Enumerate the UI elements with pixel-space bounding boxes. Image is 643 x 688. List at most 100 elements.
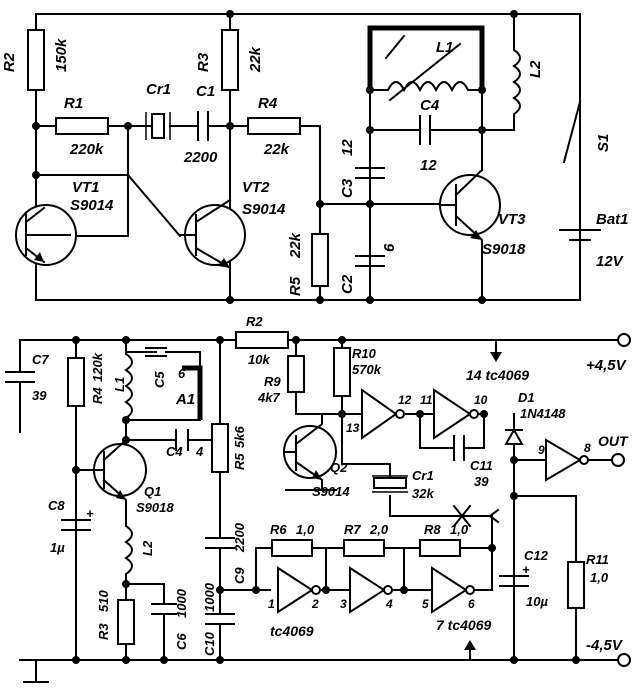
bottom-r5-val: 5k6 (232, 426, 247, 448)
bottom-inverter-10-bubble (469, 409, 479, 419)
vminus-terminal (617, 653, 631, 667)
bottom-q2-ground (285, 479, 337, 491)
bottom-inverter-4-bubble (383, 585, 393, 595)
bottom-q2-ref: Q2 (330, 460, 348, 475)
bottom-cr1-crystal (373, 477, 407, 489)
top-bat-ref: Bat1 (596, 211, 629, 228)
bottom-inverter-2 (277, 566, 314, 614)
bottom-c5-wires (125, 347, 201, 421)
bottom-l1-inductor (124, 339, 133, 441)
bottom-r11-resistor (567, 561, 585, 609)
top-vt2-part: S9014 (242, 201, 286, 218)
top-r3-resistor (221, 29, 239, 91)
wire-inverter-chain-top (219, 547, 493, 591)
pin-4: 4 (385, 597, 393, 611)
wire-r11 (513, 495, 577, 661)
top-vt2-leads (179, 198, 232, 270)
bottom-c4-val: 4 (195, 444, 204, 459)
bottom-c6-val: 1000 (174, 588, 189, 618)
bottom-r6-resistor (271, 539, 313, 557)
top-r2-ref: R2 (1, 52, 18, 72)
bottom-q1-emitter-arrow (116, 490, 126, 500)
top-r4-ref: R4 (258, 95, 278, 112)
top-vt3-ref: VT3 (498, 211, 526, 228)
top-l1-ref: L1 (436, 39, 454, 56)
top-l2-ref: L2 (527, 60, 544, 78)
top-vt1-part: S9014 (70, 197, 114, 214)
bottom-l1-ref: L1 (112, 377, 127, 392)
bottom-inverter-6-bubble (465, 585, 475, 595)
bottom-c12-plus: + (522, 562, 530, 577)
bottom-r7-val: 2,0 (369, 522, 389, 537)
bottom-c10-capacitor (205, 613, 235, 625)
top-junctions (32, 10, 518, 304)
top-l1-core (367, 25, 485, 90)
wire-r3-c6 (125, 583, 165, 661)
pin-13: 13 (346, 421, 360, 435)
bottom-r9-resistor (287, 355, 305, 393)
bottom-c10-ref: C10 (202, 631, 217, 656)
bottom-no-connect-mark (452, 504, 472, 528)
wire-cr1 (341, 413, 491, 517)
bottom-c7-ref: C7 (32, 352, 49, 367)
top-r2-resistor (27, 29, 45, 91)
bottom-r2-resistor (235, 331, 289, 349)
bottom-rail-minus (19, 659, 619, 683)
top-r3-val: 22k (247, 46, 264, 73)
top-vt3-leads (439, 168, 484, 301)
top-c3-ref: C3 (339, 178, 356, 198)
bottom-c9-capacitor (205, 537, 235, 549)
top-c3-val: 12 (339, 139, 356, 156)
pin-5: 5 (422, 597, 429, 611)
bottom-output-inverter (545, 438, 582, 482)
bottom-q2-leads (283, 413, 324, 482)
pin-12: 12 (398, 393, 412, 407)
top-r5-resistor (311, 233, 329, 287)
bottom-r11-val: 1,0 (590, 570, 609, 585)
ic-gnd-arrow (464, 640, 476, 650)
bottom-c11-val: 39 (474, 474, 489, 489)
top-l1-tuning (384, 34, 462, 102)
top-r1-val: 220k (69, 141, 104, 158)
top-r1-ref: R1 (64, 95, 83, 112)
bottom-r4-val: 120k (90, 352, 105, 382)
bottom-q1-leads (75, 438, 128, 513)
vplus-label: +4,5V (586, 357, 628, 374)
bottom-d1-part: 1N4148 (520, 406, 566, 421)
pin-3: 3 (340, 597, 347, 611)
bottom-q1-part: S9018 (136, 500, 174, 515)
top-c4-capacitor (419, 115, 431, 145)
bottom-inverter-12-bubble (395, 409, 405, 419)
bottom-cr1-ref: Cr1 (412, 468, 434, 483)
top-vt1-ref: VT1 (72, 179, 100, 196)
bottom-c5-ref: C5 (152, 371, 167, 388)
top-r4-val: 22k (263, 141, 290, 158)
top-r1-resistor (55, 117, 109, 135)
top-l2-inductor (481, 13, 521, 131)
top-c1-capacitor (197, 111, 209, 141)
bottom-ic-gnd-note: 7 tc4069 (436, 617, 491, 633)
top-s1-ref: S1 (595, 134, 612, 152)
top-bat-val: 12V (596, 253, 625, 270)
bottom-r3-resistor (117, 599, 135, 645)
bottom-cr1-val: 32k (412, 486, 434, 501)
wire-vt1 (35, 174, 129, 237)
bottom-r3-val: 510 (96, 590, 111, 612)
bottom-cr1-plates (372, 475, 408, 493)
bottom-r7-resistor (343, 539, 385, 557)
bottom-r3-ref: R3 (96, 623, 111, 640)
top-vt3-part: S9018 (482, 241, 526, 258)
top-r2-val: 150k (53, 38, 70, 72)
bottom-circuit: +4,5V -4,5V C7 39 R4 120k C8 1µ + L1 C5 … (5, 314, 631, 683)
top-vt1-emitter-arrow (34, 252, 44, 262)
pin-8: 8 (584, 441, 591, 455)
top-c3-capacitor (355, 167, 385, 179)
bottom-c9-val: 2200 (232, 522, 247, 553)
bottom-r2-val: 10k (248, 352, 270, 367)
pin-10: 10 (474, 393, 488, 407)
bottom-r9-ref: R9 (264, 374, 281, 389)
top-c4-val: 12 (420, 157, 437, 174)
bottom-r5-resistor (211, 423, 229, 473)
top-s1-switch (562, 13, 582, 164)
bottom-r9-val: 4k7 (257, 390, 280, 405)
